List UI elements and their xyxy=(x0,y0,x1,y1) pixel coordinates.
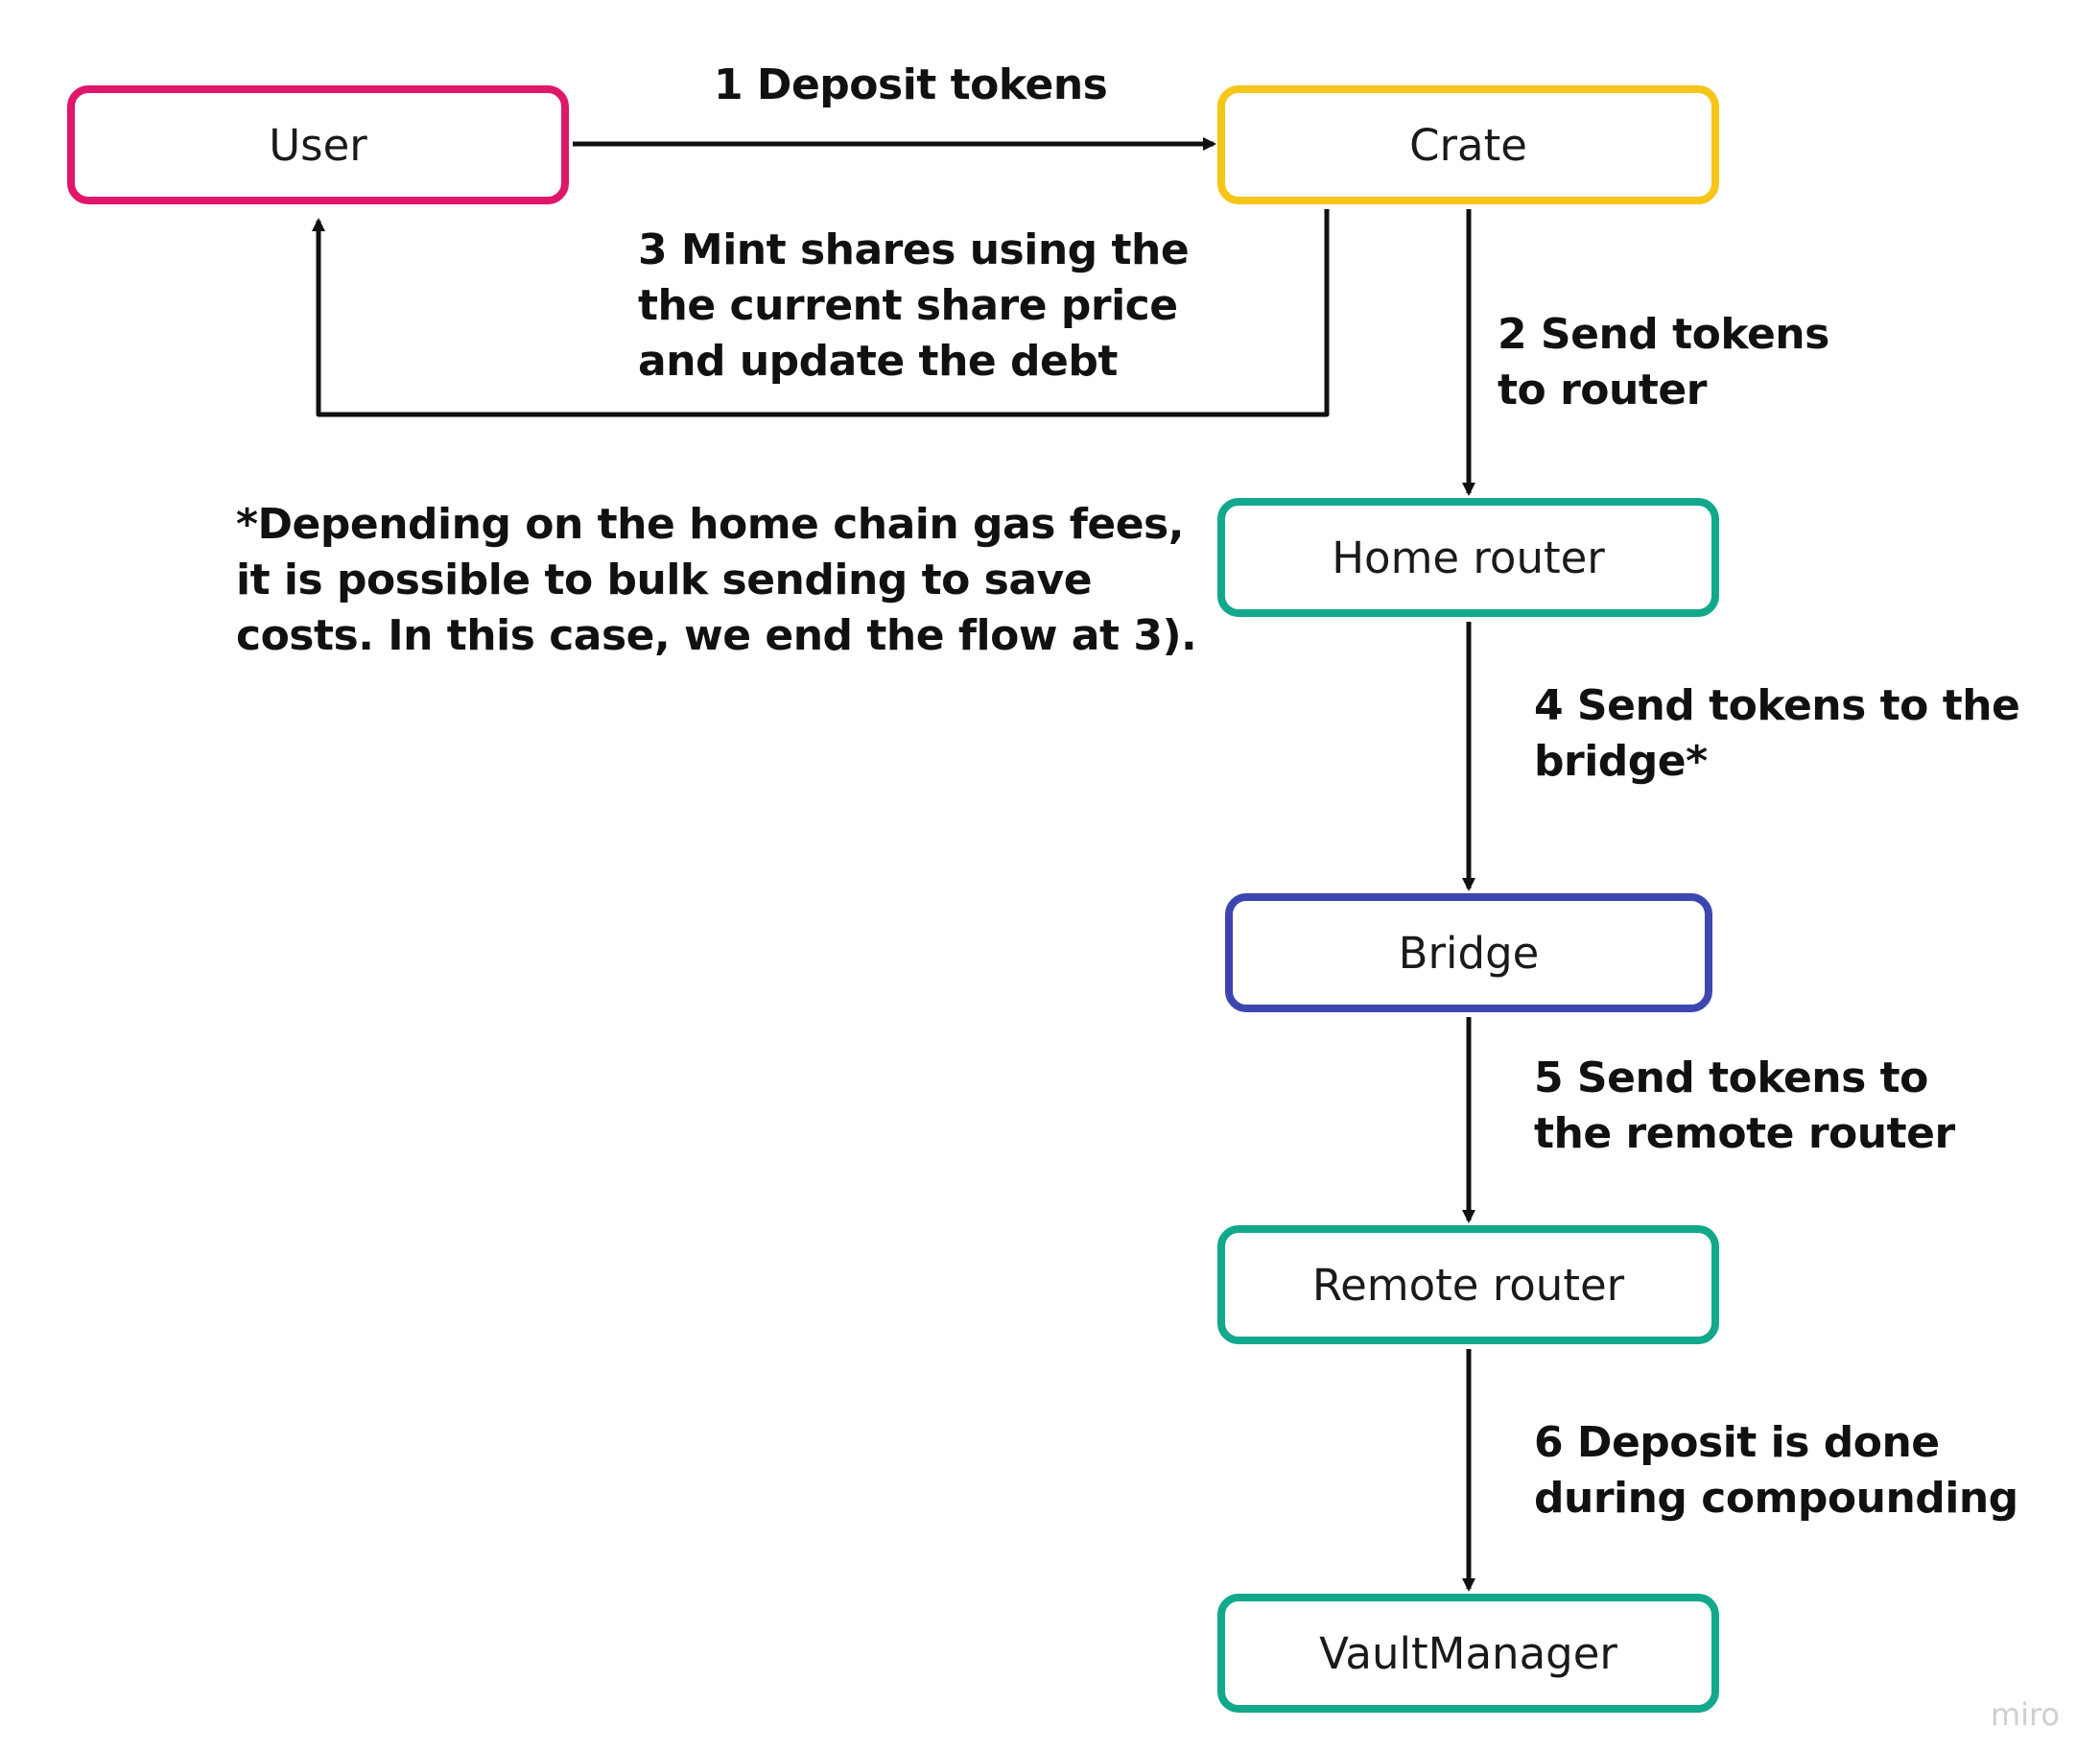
edge-label-line: 4 Send tokens to the xyxy=(1534,681,2020,730)
edge-label-line: 5 Send tokens to xyxy=(1534,1054,1928,1102)
edge-label-send-to-bridge: 4 Send tokens to the bridge* xyxy=(1534,678,2020,790)
edge-label-mint-shares: 3 Mint shares using the the current shar… xyxy=(638,223,1190,390)
edge-label-line: during compounding xyxy=(1534,1474,2018,1523)
node-bridge-label: Bridge xyxy=(1398,927,1540,979)
node-remote-router-label: Remote router xyxy=(1311,1259,1625,1311)
node-user[interactable]: User xyxy=(67,85,569,204)
edge-label-deposit-tokens: 1 Deposit tokens xyxy=(714,58,1108,113)
edge-label-line: bridge* xyxy=(1534,737,1708,786)
node-vault-manager[interactable]: VaultManager xyxy=(1217,1594,1719,1713)
edge-label-line: the remote router xyxy=(1534,1109,1955,1158)
edge-label-line: 3 Mint shares using the xyxy=(638,225,1190,274)
node-crate[interactable]: Crate xyxy=(1217,85,1719,204)
node-home-router-label: Home router xyxy=(1332,532,1605,583)
footnote-line: costs. In this case, we end the flow at … xyxy=(236,611,1197,660)
edge-label-line: 2 Send tokens xyxy=(1498,310,1829,359)
edge-label-line: the current share price xyxy=(638,281,1178,330)
edge-label-deposit-done: 6 Deposit is done during compounding xyxy=(1534,1415,2018,1527)
node-home-router[interactable]: Home router xyxy=(1217,498,1719,617)
node-crate-label: Crate xyxy=(1409,119,1527,171)
footnote-line: *Depending on the home chain gas fees, xyxy=(236,500,1184,549)
edge-label-line: 1 Deposit tokens xyxy=(714,60,1108,109)
footnote: *Depending on the home chain gas fees, i… xyxy=(236,497,1197,664)
node-remote-router[interactable]: Remote router xyxy=(1217,1225,1719,1344)
node-bridge[interactable]: Bridge xyxy=(1225,893,1712,1012)
edge-label-line: 6 Deposit is done xyxy=(1534,1418,1940,1467)
arrow-crate-to-user xyxy=(312,209,1330,417)
edge-label-send-to-remote: 5 Send tokens to the remote router xyxy=(1534,1051,1955,1162)
node-user-label: User xyxy=(269,119,367,171)
footnote-line: it is possible to bulk sending to save xyxy=(236,556,1093,604)
edge-label-line: to router xyxy=(1498,366,1707,414)
miro-watermark: miro xyxy=(1990,1696,2060,1733)
node-vault-manager-label: VaultManager xyxy=(1319,1627,1617,1679)
edge-label-send-to-router: 2 Send tokens to router xyxy=(1498,307,1829,418)
edge-label-line: and update the debt xyxy=(638,337,1118,386)
